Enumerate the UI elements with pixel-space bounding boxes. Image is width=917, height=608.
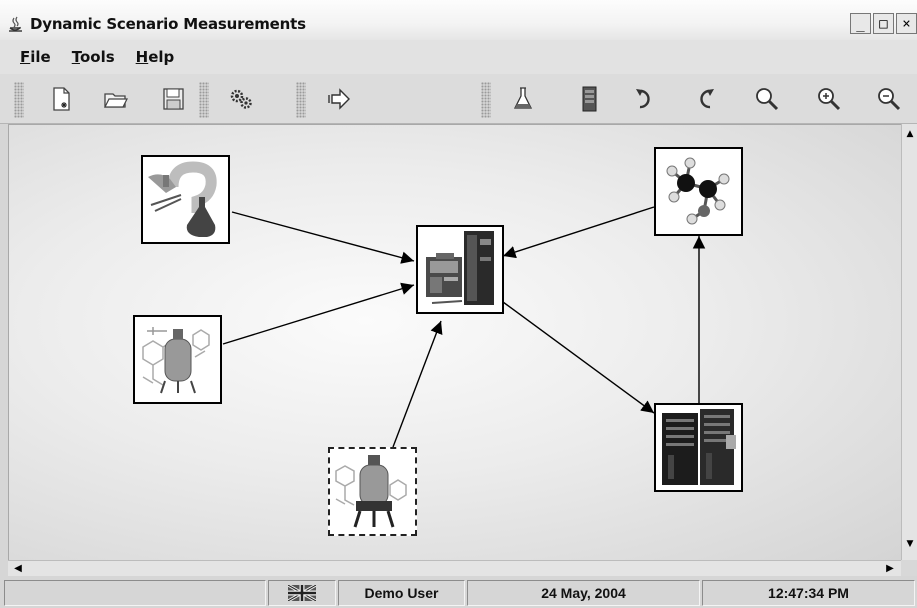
toolbar: [0, 74, 917, 124]
reactor-vessel-icon: [135, 317, 220, 402]
new-document-icon: [53, 87, 70, 111]
settings-button[interactable]: [224, 84, 258, 114]
settings-gears-icon: [230, 89, 252, 109]
edge-compute-to-storage[interactable]: [502, 301, 655, 414]
java-coffee-icon: [9, 16, 22, 32]
scroll-down-icon[interactable]: ▼: [906, 539, 914, 549]
horizontal-scrollbar[interactable]: ◀ ▶: [8, 560, 901, 576]
toolbar-grip[interactable]: [199, 82, 209, 118]
toolbar-grip[interactable]: [296, 82, 306, 118]
vertical-scrollbar[interactable]: ▲ ▼: [901, 124, 917, 560]
undo-icon: [636, 89, 650, 109]
menu-bar: File Tools Help: [0, 40, 917, 74]
menu-help-mnemonic: H: [135, 48, 149, 66]
maximize-button[interactable]: □: [873, 13, 894, 34]
node-compute-center[interactable]: [416, 225, 504, 314]
zoom-out-button[interactable]: [872, 84, 906, 114]
node-molecule[interactable]: [654, 147, 743, 236]
exit-arrow-icon: [328, 88, 350, 110]
find-button[interactable]: [750, 84, 784, 114]
zoom-in-button[interactable]: [812, 84, 846, 114]
diagram-canvas[interactable]: [8, 124, 901, 560]
diagram-edges: [222, 206, 706, 448]
scroll-left-icon[interactable]: ◀: [14, 563, 22, 574]
uk-flag-icon: [288, 585, 316, 601]
redo-button[interactable]: [688, 84, 722, 114]
edge-experiment-to-compute[interactable]: [231, 211, 415, 264]
node-reactor-b[interactable]: [328, 447, 417, 536]
exit-button[interactable]: [322, 84, 356, 114]
server-rack-icon: [656, 405, 741, 490]
status-message: [4, 580, 266, 606]
molecule-model-icon: [656, 149, 741, 234]
menu-tools[interactable]: Tools: [72, 48, 115, 66]
minimize-button[interactable]: _: [850, 13, 871, 34]
edge-reactor-a-to-compute[interactable]: [222, 282, 415, 345]
server-button[interactable]: [572, 84, 606, 114]
flask-icon: [513, 87, 533, 109]
menu-tools-mnemonic: T: [71, 48, 80, 66]
save-disk-icon: [163, 88, 184, 110]
status-time: 12:47:34 PM: [702, 580, 915, 606]
scroll-up-icon[interactable]: ▲: [906, 129, 914, 139]
server-icon: [582, 86, 597, 112]
open-folder-icon: [104, 93, 128, 108]
open-button[interactable]: [98, 84, 132, 114]
zoom-in-icon: [818, 88, 841, 111]
node-reactor-a[interactable]: [133, 315, 222, 404]
chemistry-question-icon: [143, 157, 228, 242]
edge-reactor-b-to-compute[interactable]: [392, 320, 443, 448]
scroll-corner: [901, 560, 917, 576]
magnifier-icon: [756, 88, 779, 111]
experiment-button[interactable]: [506, 84, 540, 114]
node-experiment-setup[interactable]: [141, 155, 230, 244]
redo-icon: [700, 89, 714, 109]
toolbar-grip[interactable]: [481, 82, 491, 118]
zoom-out-icon: [878, 88, 901, 111]
scroll-right-icon[interactable]: ▶: [886, 563, 894, 574]
toolbar-grip[interactable]: [14, 82, 24, 118]
close-button[interactable]: ×: [896, 13, 917, 34]
undo-button[interactable]: [628, 84, 662, 114]
locale-indicator: [268, 580, 336, 606]
window-title: Dynamic Scenario Measurements: [30, 15, 306, 33]
status-date: 24 May, 2004: [467, 580, 700, 606]
status-user: Demo User: [338, 580, 465, 606]
title-bar: Dynamic Scenario Measurements _ □ ×: [0, 0, 917, 40]
status-bar: Demo User 24 May, 2004 12:47:34 PM: [0, 577, 917, 608]
menu-file[interactable]: File: [20, 48, 51, 66]
menu-file-mnemonic: F: [20, 48, 31, 66]
edge-molecule-to-compute[interactable]: [502, 206, 655, 259]
reactor-vessel-icon: [330, 449, 415, 534]
menu-help[interactable]: Help: [136, 48, 175, 66]
new-button[interactable]: [44, 84, 78, 114]
menu-file-label: ile: [30, 48, 51, 66]
save-button[interactable]: [156, 84, 190, 114]
computer-server-icon: [418, 227, 502, 312]
menu-tools-label: ools: [79, 48, 115, 66]
menu-help-label: elp: [148, 48, 175, 66]
node-storage-rack[interactable]: [654, 403, 743, 492]
